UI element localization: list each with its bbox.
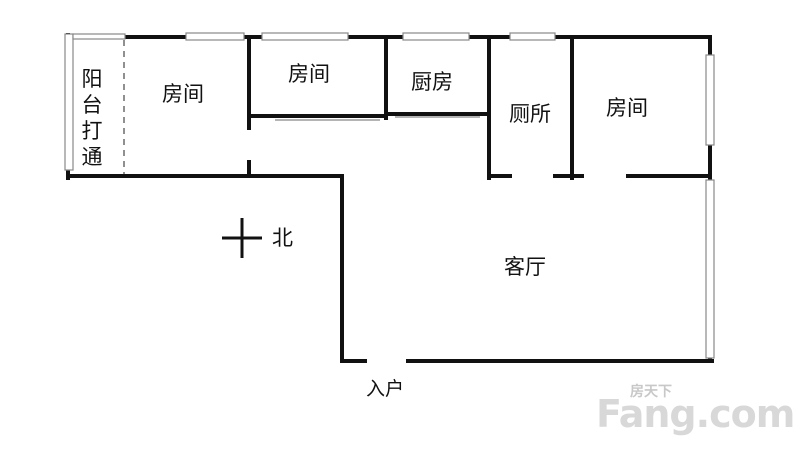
north-arrow-icon bbox=[222, 218, 262, 258]
windows bbox=[64, 32, 715, 359]
room-label-room-1: 房间 bbox=[162, 82, 204, 106]
walls bbox=[66, 33, 714, 363]
window-balcony bbox=[64, 33, 74, 171]
compass-label: 北 bbox=[272, 226, 293, 250]
window-room-1 bbox=[185, 32, 245, 41]
window-room-2 bbox=[261, 32, 349, 41]
watermark-logo: Fang.com bbox=[596, 392, 795, 436]
window-living bbox=[705, 179, 715, 359]
room-label-living-room: 客厅 bbox=[504, 255, 546, 279]
window-kitchen bbox=[402, 32, 470, 41]
entrance-label: 入户 bbox=[366, 378, 405, 400]
room-label-room-2: 房间 bbox=[288, 62, 330, 86]
room-label-room-3: 房间 bbox=[606, 96, 648, 120]
window-room-3 bbox=[705, 54, 715, 146]
room-label-toilet: 厕所 bbox=[509, 102, 551, 126]
window-toilet bbox=[509, 32, 556, 41]
room-label-kitchen: 厨房 bbox=[411, 70, 453, 94]
room-label-balcony: 阳台打通 bbox=[81, 67, 103, 169]
window-balcony-top bbox=[72, 33, 126, 40]
watermark-cn: 房天下 bbox=[630, 384, 672, 400]
